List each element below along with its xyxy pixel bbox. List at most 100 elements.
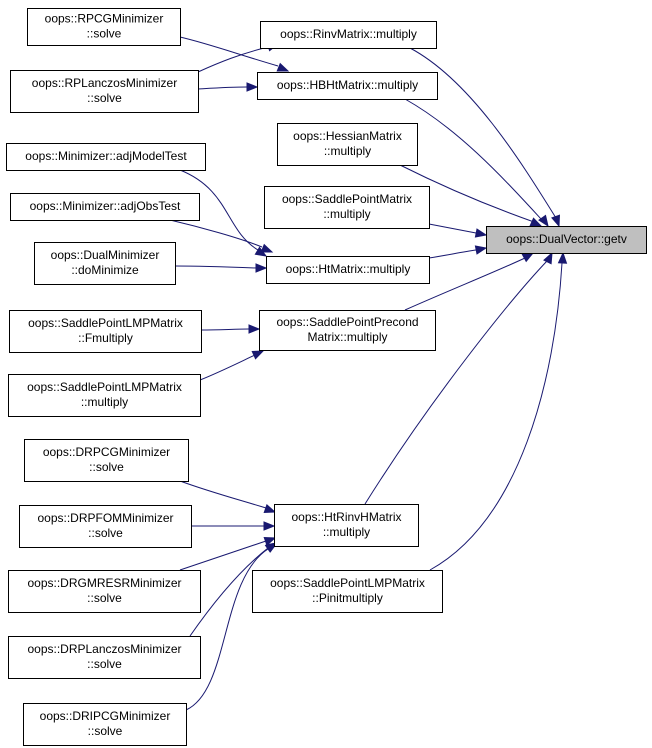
node-box bbox=[266, 256, 430, 284]
node-htrinvh[interactable]: oops::HtRinvHMatrix::multiply bbox=[274, 504, 419, 547]
node-ht[interactable]: oops::HtMatrix::multiply bbox=[266, 256, 430, 284]
node-hessian[interactable]: oops::HessianMatrix::multiply bbox=[277, 123, 418, 166]
node-hbht[interactable]: oops::HBHtMatrix::multiply bbox=[257, 72, 438, 100]
node-label: oops::SaddlePointLMPMatrix bbox=[28, 316, 183, 330]
node-getv[interactable]: oops::DualVector::getv bbox=[486, 226, 647, 254]
node-box bbox=[19, 505, 192, 548]
node-dripcg[interactable]: oops::DRIPCGMinimizer::solve bbox=[23, 703, 187, 746]
node-drgmresr[interactable]: oops::DRGMRESRMinimizer::solve bbox=[8, 570, 201, 613]
node-box bbox=[23, 703, 187, 746]
node-box bbox=[10, 193, 200, 221]
edge-line bbox=[409, 47, 557, 219]
edge-line bbox=[429, 262, 563, 571]
node-drpfom[interactable]: oops::DRPFOMMinimizer::solve bbox=[19, 505, 192, 548]
edge-line bbox=[200, 328, 250, 331]
edge-line bbox=[199, 354, 256, 381]
node-label: ::solve bbox=[88, 526, 123, 540]
edge-rplanczos-to-hbht bbox=[197, 82, 259, 92]
edge-line bbox=[185, 548, 269, 711]
arrow-head-icon bbox=[255, 263, 268, 273]
arrow-head-icon bbox=[251, 350, 265, 360]
node-label: oops::Minimizer::adjObsTest bbox=[30, 199, 181, 213]
node-label: ::solve bbox=[87, 91, 122, 105]
edge-line bbox=[404, 257, 526, 311]
node-saddlept[interactable]: oops::SaddlePointMatrix::multiply bbox=[264, 186, 430, 229]
node-adjobs[interactable]: oops::Minimizer::adjObsTest bbox=[10, 193, 200, 221]
node-label: oops::DRPFOMMinimizer bbox=[37, 511, 173, 525]
node-rplanczos[interactable]: oops::RPLanczosMinimizer::solve bbox=[10, 70, 199, 113]
edge-line bbox=[169, 219, 263, 248]
node-box bbox=[486, 226, 647, 254]
edge-drpfom-to-htrinvh bbox=[191, 521, 276, 531]
node-box bbox=[259, 310, 436, 351]
node-box bbox=[24, 439, 189, 482]
edge-line bbox=[364, 260, 548, 505]
node-box bbox=[34, 242, 176, 285]
node-label: ::solve bbox=[88, 724, 123, 738]
edge-line bbox=[189, 547, 269, 637]
node-box bbox=[10, 70, 199, 113]
edge-hessian-to-getv bbox=[399, 164, 543, 227]
node-label: ::multiply bbox=[323, 525, 370, 539]
node-box bbox=[6, 143, 206, 171]
edge-line bbox=[399, 164, 535, 223]
node-box bbox=[8, 570, 201, 613]
node-label: Matrix::multiply bbox=[307, 330, 387, 344]
node-dualmin[interactable]: oops::DualMinimizer::doMinimize bbox=[34, 242, 176, 285]
arrow-head-icon bbox=[263, 504, 277, 514]
node-label: oops::RinvMatrix::multiply bbox=[280, 27, 417, 41]
arrow-head-icon bbox=[263, 536, 277, 546]
edge-htrinvh-to-getv bbox=[364, 251, 553, 505]
edge-line bbox=[428, 249, 477, 259]
edge-adjobs-to-ht bbox=[169, 219, 274, 253]
node-label: oops::DualMinimizer bbox=[51, 248, 160, 262]
node-box bbox=[8, 374, 201, 417]
node-label: ::solve bbox=[87, 591, 122, 605]
node-label: ::Fmultiply bbox=[78, 331, 133, 345]
arrow-head-icon bbox=[276, 62, 290, 72]
edge-ht-to-getv bbox=[428, 245, 488, 259]
node-box bbox=[8, 636, 201, 679]
node-label: ::Pinitmultiply bbox=[312, 591, 383, 605]
arrow-head-icon bbox=[474, 228, 488, 238]
node-label: oops::SaddlePointMatrix bbox=[282, 192, 412, 206]
node-lmppinit[interactable]: oops::SaddlePointLMPMatrix::Pinitmultipl… bbox=[252, 570, 443, 613]
node-rinv[interactable]: oops::RinvMatrix::multiply bbox=[260, 21, 437, 49]
edge-line bbox=[428, 223, 477, 234]
node-box bbox=[264, 186, 430, 229]
node-label: oops::HBHtMatrix::multiply bbox=[277, 78, 418, 92]
node-label: oops::SaddlePointLMPMatrix bbox=[27, 380, 182, 394]
arrow-head-icon bbox=[248, 324, 261, 334]
node-box bbox=[9, 310, 202, 353]
node-box bbox=[252, 570, 443, 613]
node-label: oops::RPLanczosMinimizer bbox=[32, 76, 177, 90]
node-box bbox=[260, 21, 437, 49]
edge-line bbox=[174, 265, 257, 269]
node-drplanczos[interactable]: oops::DRPLanczosMinimizer::solve bbox=[8, 636, 201, 679]
edge-line bbox=[404, 98, 543, 221]
edge-line bbox=[179, 36, 279, 67]
node-adjmodel[interactable]: oops::Minimizer::adjModelTest bbox=[6, 143, 206, 171]
node-label: ::solve bbox=[89, 460, 124, 474]
node-lmpm[interactable]: oops::SaddlePointLMPMatrix::multiply bbox=[8, 374, 201, 417]
edge-dualmin-to-ht bbox=[174, 263, 268, 273]
node-label: oops::DRIPCGMinimizer bbox=[40, 709, 171, 723]
node-label: oops::HtMatrix::multiply bbox=[286, 262, 411, 276]
edge-line bbox=[179, 480, 267, 509]
node-label: oops::SaddlePointLMPMatrix bbox=[270, 576, 425, 590]
arrow-head-icon bbox=[557, 251, 568, 264]
node-label: ::multiply bbox=[323, 207, 370, 221]
node-label: oops::Minimizer::adjModelTest bbox=[25, 149, 187, 163]
arrow-head-icon bbox=[260, 243, 274, 253]
edge-line bbox=[197, 86, 248, 90]
arrow-head-icon bbox=[246, 82, 259, 92]
node-rpcg[interactable]: oops::RPCGMinimizer::solve bbox=[27, 8, 181, 46]
edge-lmpf-to-spprecond bbox=[200, 324, 261, 334]
node-label: ::multiply bbox=[324, 144, 371, 158]
node-label: oops::DRPCGMinimizer bbox=[43, 445, 170, 459]
node-label: oops::SaddlePointPrecond bbox=[276, 315, 418, 329]
node-lmpf[interactable]: oops::SaddlePointLMPMatrix::Fmultiply bbox=[9, 310, 202, 353]
node-drpcg[interactable]: oops::DRPCGMinimizer::solve bbox=[24, 439, 189, 482]
